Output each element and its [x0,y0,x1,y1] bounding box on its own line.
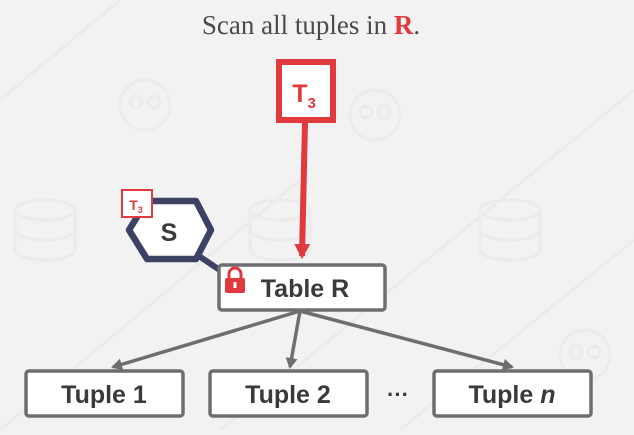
tuple-label-prefix: Tuple [468,381,540,409]
padlock-icon [225,266,245,293]
edge-table-to-tuple-1 [111,309,301,371]
shared-lock-mode-label: S [161,219,178,247]
tuple-label-index: 2 [317,381,331,409]
table-node-label: Table R [261,275,349,303]
database-watermark-icon [478,198,542,262]
tuple-node-label: Tuple 1 [61,381,147,409]
lock-holder-label: T3 [129,197,143,215]
tuple-node-box [24,369,185,418]
lock-holder-letter: T [129,197,138,213]
skull-watermark-icon [348,88,402,142]
tuple-node-label: Tuple 2 [245,381,331,409]
tuple-node-1[interactable]: Tuple 1 [24,369,185,418]
transaction-node-box [276,59,336,123]
tuple-node-box [208,369,369,418]
transaction-letter: T [292,80,307,108]
tuple-node-2[interactable]: Tuple 2 [208,369,369,418]
caption-prefix: Scan all tuples in [202,10,394,40]
lock-holder-badge: T3 [121,189,153,218]
table-node-box [217,263,387,312]
edge-txn-to-table [294,121,311,259]
skull-watermark-icon [118,78,172,132]
transaction-subscript: 3 [307,95,315,112]
caption-suffix: . [413,10,420,40]
edge-table-to-tuple-n [299,309,514,371]
tuple-node-label: Tuple n [468,381,555,409]
tuple-label-index: 1 [133,381,147,409]
lock-holder-subscript: 3 [138,205,143,215]
transaction-label: T3 [292,80,316,112]
transaction-node[interactable]: T3 [276,59,336,123]
tuple-label-prefix: Tuple [61,381,133,409]
table-node[interactable]: Table R [217,263,387,312]
tuple-label-index: n [540,381,555,409]
tuple-label-prefix: Tuple [245,381,317,409]
tuple-ellipsis: ··· [387,382,409,407]
caption-table-name: R [394,10,414,40]
edge-table-to-tuple-2 [285,310,302,369]
diagram-caption: Scan all tuples in R. [202,10,420,40]
lock-holder-badge-box [121,189,153,218]
tuple-node-n[interactable]: Tuple n [432,369,593,418]
tuple-node-box [432,369,593,418]
database-watermark-icon [13,198,77,262]
